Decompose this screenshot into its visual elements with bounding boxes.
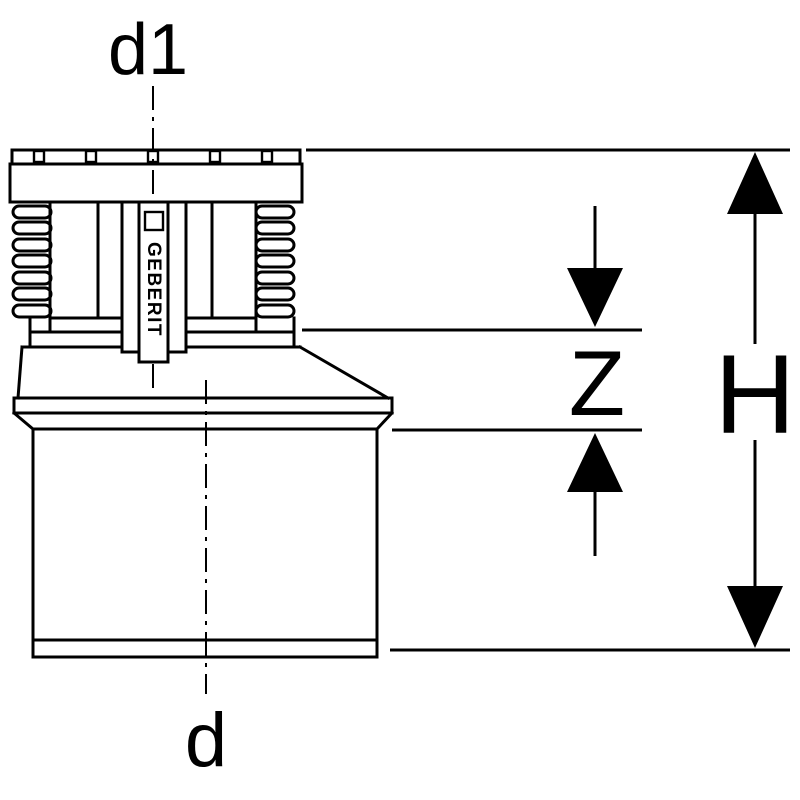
- brand-text: GEBERIT: [143, 242, 164, 337]
- dim-h-label: H: [715, 332, 796, 457]
- label-d1: d1: [108, 10, 188, 90]
- fitting-outline: [8, 148, 395, 659]
- rib: [254, 286, 296, 302]
- label-d: d: [185, 698, 227, 783]
- dim-h-arrow-up: [727, 152, 783, 214]
- rib: [254, 253, 296, 269]
- taper-right: [297, 344, 391, 401]
- rib: [11, 220, 53, 236]
- rib: [254, 237, 296, 253]
- rib: [11, 286, 53, 302]
- rib: [11, 253, 53, 269]
- centerlines: [152, 86, 207, 694]
- socket-ribs-left: [11, 204, 53, 319]
- brand-marking: GEBERIT: [120, 200, 188, 364]
- rim-clip: [146, 149, 160, 164]
- dim-h: H: [706, 152, 800, 648]
- rib: [11, 270, 53, 286]
- rim-step-left: [11, 410, 36, 432]
- dimension-annotations: H Z: [302, 148, 800, 652]
- brand-logo-square: [143, 210, 165, 232]
- rib: [11, 303, 53, 319]
- lower-pipe-body: [31, 427, 379, 659]
- rib: [254, 204, 296, 220]
- dim-h-arrow-down: [727, 586, 783, 648]
- dim-z-arrow-down: [567, 268, 623, 327]
- dim-z-label: Z: [569, 333, 625, 435]
- socket-cap: [8, 148, 304, 204]
- rim-step-right: [374, 410, 395, 432]
- rim-clip: [260, 149, 274, 164]
- taper-left: [16, 345, 24, 400]
- rim-clip: [32, 149, 46, 164]
- socket-ribs-right: [254, 204, 296, 319]
- rib: [254, 220, 296, 236]
- rim-clip: [208, 149, 222, 164]
- dim-z-arrow-up: [567, 433, 623, 492]
- rib: [11, 237, 53, 253]
- rim-clip: [84, 149, 98, 164]
- reducer-taper: [16, 344, 391, 401]
- bell-rim: [11, 396, 395, 432]
- dim-h-label-backing: [706, 344, 800, 440]
- rib: [11, 204, 53, 220]
- rib: [254, 303, 296, 319]
- cap-flange: [8, 162, 304, 204]
- dim-z: Z: [567, 206, 625, 556]
- rib: [254, 270, 296, 286]
